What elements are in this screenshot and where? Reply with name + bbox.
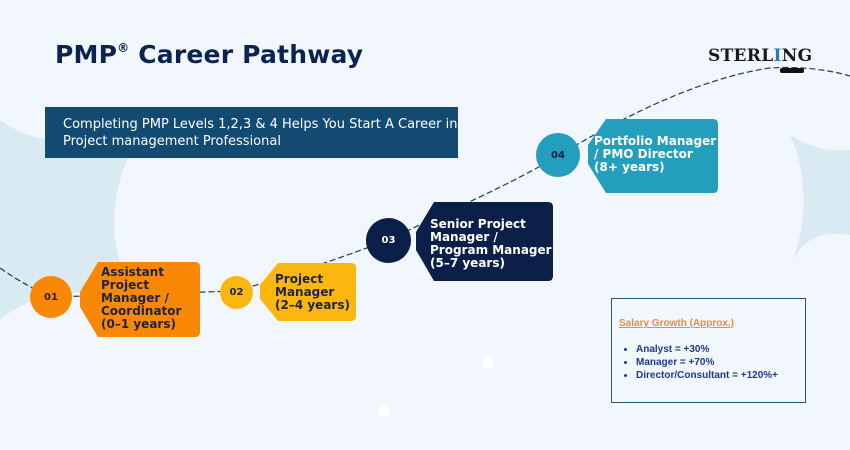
page-title: PMP® Career Pathway bbox=[55, 40, 364, 69]
salary-item: Analyst = +30% bbox=[636, 343, 778, 356]
salary-item: Director/Consultant = +120%+ bbox=[636, 369, 778, 382]
subtitle-line: Completing PMP Levels 1,2,3 & 4 Helps Yo… bbox=[63, 117, 458, 132]
cloud-right-decor bbox=[790, 135, 850, 268]
registered-mark: ® bbox=[117, 40, 130, 55]
sterling-logo: STERLING bbox=[708, 46, 813, 66]
step-card bbox=[80, 262, 200, 337]
subtitle-banner: Completing PMP Levels 1,2,3 & 4 Helps Yo… bbox=[45, 107, 458, 158]
step-number-badge: 04 bbox=[536, 133, 580, 177]
step-card bbox=[260, 263, 356, 321]
step-card bbox=[588, 119, 718, 193]
step-title: Portfolio Manager/ PMO Director(8+ years… bbox=[594, 134, 717, 174]
sparkle-decor bbox=[482, 356, 494, 368]
step-number-badge: 01 bbox=[30, 276, 72, 318]
sparkle-decor bbox=[378, 405, 390, 417]
step-number-badge: 02 bbox=[220, 276, 253, 309]
career-path-line bbox=[0, 66, 850, 298]
salary-item: Manager = +70% bbox=[636, 356, 778, 369]
step-card bbox=[416, 202, 553, 281]
salary-growth-box: Salary Growth (Approx.) Analyst = +30% M… bbox=[611, 298, 806, 403]
salary-heading: Salary Growth (Approx.) bbox=[619, 318, 735, 329]
subtitle-line: Project management Professional bbox=[63, 134, 281, 149]
salary-list: Analyst = +30% Manager = +70% Director/C… bbox=[616, 343, 778, 382]
logo-bar-decor bbox=[780, 68, 804, 73]
step-number-badge: 03 bbox=[366, 218, 411, 263]
